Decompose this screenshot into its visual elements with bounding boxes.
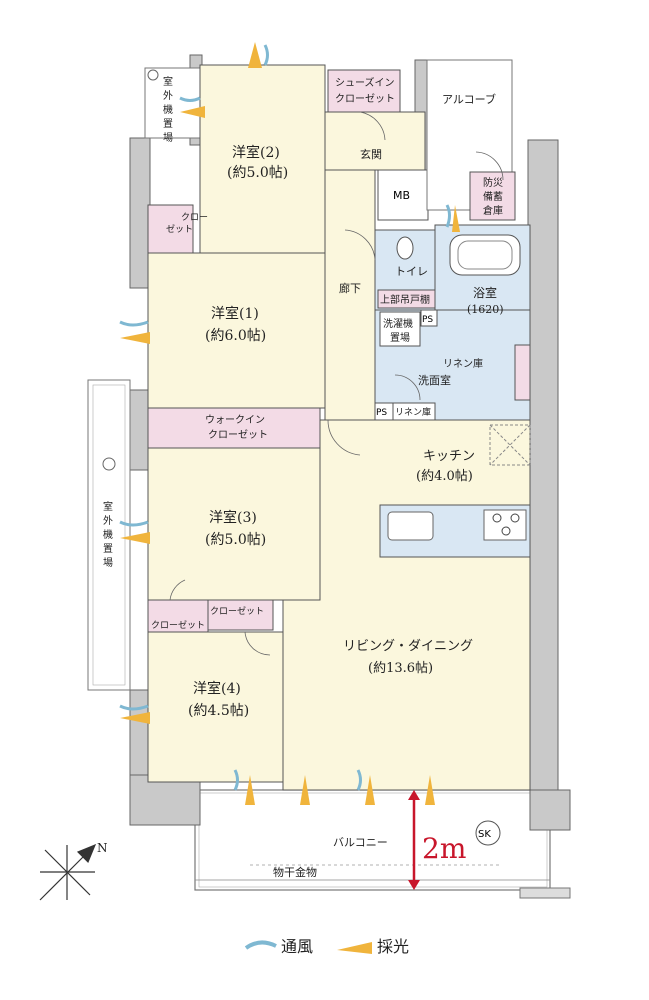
alcove-label: アルコーブ — [442, 92, 496, 106]
western2-name: 洋室(2) — [232, 144, 280, 161]
outdoor-side-4: 置 — [103, 543, 113, 555]
walkin-label-2: クローゼット — [208, 429, 268, 441]
washer-label-2: 置場 — [390, 331, 410, 344]
outdoor-side-1: 室 — [103, 500, 113, 513]
outdoor-side-2: 外 — [103, 515, 113, 527]
kitchen-name: キッチン — [423, 449, 475, 464]
upper-cabinet-label: 上部吊戸棚 — [380, 293, 430, 306]
mb-label: MB — [393, 189, 410, 202]
kitchen-counter — [379, 424, 531, 558]
balcony-label: バルコニー — [333, 836, 388, 849]
outdoor-unit-side — [87, 379, 131, 691]
toilet-fixture — [396, 236, 414, 260]
ps-label-1: PS — [422, 315, 433, 325]
disaster-label-2: 備蓄 — [483, 190, 503, 203]
drain-icon — [102, 457, 116, 471]
outdoor-top-3: 機 — [163, 103, 173, 116]
door-swings — [169, 111, 504, 656]
toilet-label: トイレ — [395, 265, 428, 278]
shoes-closet-label-1: シューズイン — [335, 76, 395, 89]
sk-label: SK — [478, 829, 491, 840]
bath-size: (1620) — [467, 303, 504, 316]
walkin-label-1: ウォークイン — [205, 414, 265, 426]
breeze-icon — [244, 940, 277, 950]
floors — [147, 59, 531, 791]
western1-size: (約6.0帖) — [205, 328, 266, 344]
closet-label-1: クローゼット — [151, 619, 205, 631]
dimension-label: 2m — [422, 832, 466, 865]
legend-daylight: 採光 — [377, 937, 409, 956]
drying-hardware-label: 物干金物 — [273, 865, 317, 879]
outdoor-top-5: 場 — [163, 131, 173, 144]
compass-icon — [39, 843, 97, 901]
western3-size: (約5.0帖) — [205, 532, 266, 548]
entrance-label: 玄関 — [360, 147, 382, 161]
window-markers — [119, 42, 460, 805]
western4-size: (約4.5帖) — [188, 703, 249, 719]
living-name: リビング・ダイニング — [343, 639, 473, 654]
linen-label-1: リネン庫 — [443, 357, 483, 370]
drain-icon-top — [147, 69, 159, 81]
kitchen-size: (約4.0帖) — [416, 469, 473, 484]
western4-name: 洋室(4) — [193, 680, 241, 697]
sk-circle — [475, 820, 501, 846]
outdoor-side-5: 場 — [103, 556, 113, 569]
closet-label-2: クローゼット — [210, 605, 264, 617]
disaster-label-1: 防災 — [483, 176, 503, 189]
compass-north-label: N — [97, 841, 108, 855]
legend: 通風 採光 — [244, 937, 409, 956]
outdoor-top-4: 置 — [163, 118, 173, 130]
bath-name: 浴室 — [473, 285, 497, 300]
closet-vertical-1: クロー — [181, 212, 208, 223]
western3-name: 洋室(3) — [209, 509, 257, 526]
shoes-closet-label-2: クローゼット — [335, 93, 395, 105]
bathtub — [449, 234, 521, 276]
dimension-arrow — [408, 790, 420, 890]
closet-vertical-2: ゼット — [166, 223, 193, 235]
linen-label-2: リネン庫 — [395, 406, 431, 418]
western2-size: (約5.0帖) — [227, 165, 288, 181]
washer-label-1: 洗濯機 — [383, 317, 413, 330]
living-size: (約13.6帖) — [368, 661, 433, 676]
disaster-label-3: 倉庫 — [483, 204, 503, 217]
outdoor-top-1: 室 — [163, 75, 173, 88]
legend-ventilation: 通風 — [281, 937, 313, 956]
outdoor-top-2: 外 — [163, 90, 173, 102]
light-icon — [337, 942, 372, 954]
outdoor-side-3: 機 — [103, 528, 113, 541]
ps-label-2: PS — [376, 408, 387, 418]
western1-name: 洋室(1) — [211, 305, 259, 322]
corridor-label: 廊下 — [339, 281, 361, 295]
washroom-label: 洗面室 — [418, 373, 451, 387]
